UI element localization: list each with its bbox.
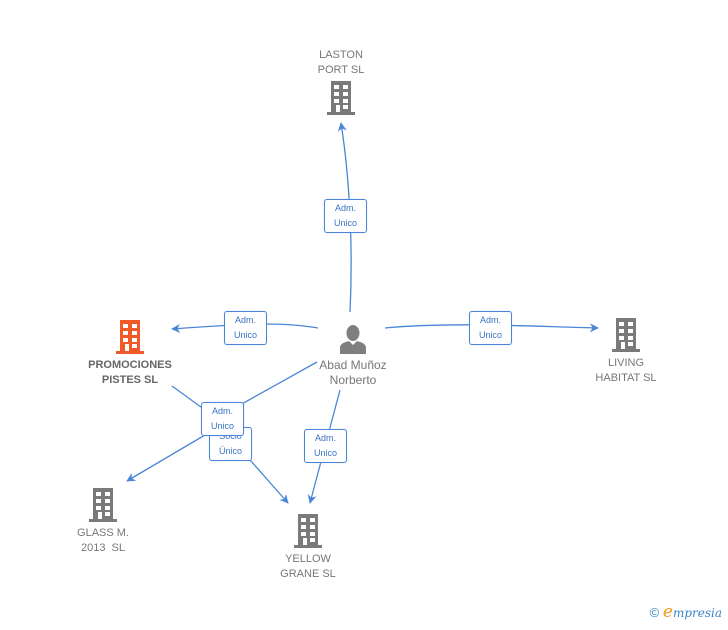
empresia-watermark: © empresia	[650, 602, 722, 622]
edge-label-line1: Adm.	[479, 315, 501, 325]
edge-label-abad-glass: Adm. Unico	[201, 402, 244, 436]
person-icon	[340, 325, 366, 354]
building-icon	[294, 514, 322, 548]
edge-promociones-yellow	[171, 385, 206, 411]
node-label-line2: Norberto	[329, 373, 377, 387]
building-icon	[327, 81, 355, 115]
edge-label-line2: Unico	[478, 330, 502, 340]
node-yellow[interactable]: YELLOW GRANE SL	[263, 514, 353, 582]
edge-label-line2: Único	[218, 446, 242, 456]
edge-label-line1: Adm.	[334, 203, 356, 213]
edge-promociones-yellow-tip	[249, 459, 289, 504]
edge-label-line1: Adm.	[314, 433, 336, 443]
node-promociones[interactable]: PROMOCIONES PISTES SL	[80, 320, 180, 388]
brand-name: mpresia	[672, 606, 722, 620]
node-label-line1: LASTON	[319, 49, 363, 61]
node-label-line1: YELLOW	[285, 553, 331, 565]
node-label-line2: HABITAT SL	[595, 372, 657, 384]
edge-label-abad-yellow: Adm. Unico	[304, 429, 347, 463]
building-icon	[612, 318, 640, 352]
node-label-line1: GLASS M.	[77, 527, 129, 539]
node-abad[interactable]: Abad Muñoz Norberto	[308, 324, 398, 388]
node-living[interactable]: LIVING HABITAT SL	[581, 318, 671, 386]
edge-label-line2: Unico	[333, 218, 357, 228]
node-label-line1: LIVING	[607, 357, 645, 369]
node-label-line2: 2013 SL	[80, 542, 126, 554]
edge-abad-glass-tip	[126, 434, 206, 482]
edge-label-abad-laston: Adm. Unico	[324, 199, 367, 233]
building-icon	[89, 488, 117, 522]
edge-label-line1: Adm.	[211, 406, 233, 416]
edge-label-line2: Unico	[233, 330, 257, 340]
edge-label-line2: Unico	[210, 421, 234, 431]
edge-label-line1: Adm.	[234, 315, 256, 325]
node-label-line2: GRANE SL	[280, 568, 336, 580]
edge-label-line1: Socio	[219, 431, 242, 441]
edge-label-abad-promociones: Adm. Unico	[224, 311, 267, 345]
node-label-line1: PROMOCIONES	[88, 359, 172, 371]
node-glass[interactable]: GLASS M. 2013 SL	[58, 488, 148, 556]
node-label-line2: PORT SL	[317, 64, 365, 76]
building-icon	[116, 320, 144, 354]
edge-label-abad-living: Adm. Unico	[469, 311, 512, 345]
edge-label-line2: Unico	[313, 448, 337, 458]
node-laston[interactable]: LASTON PORT SL	[296, 48, 386, 115]
copyright-icon: ©	[649, 605, 660, 620]
node-label-line2: PISTES SL	[101, 374, 159, 386]
brand-initial: e	[662, 602, 673, 622]
node-label-line1: Abad Muñoz	[319, 358, 387, 372]
